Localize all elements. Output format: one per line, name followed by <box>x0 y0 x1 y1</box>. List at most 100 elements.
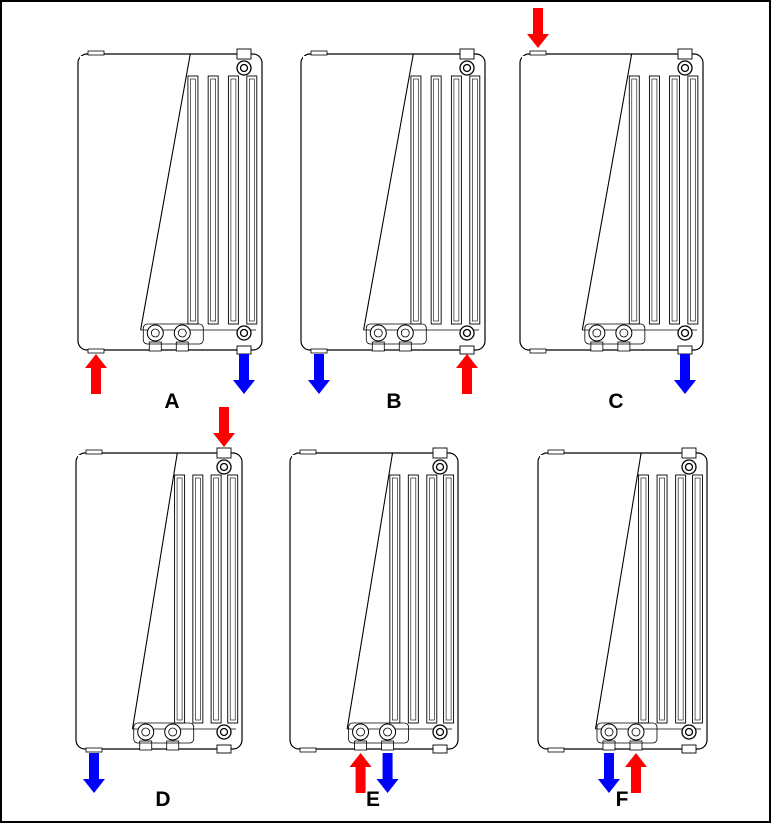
tube-inner <box>413 78 419 322</box>
diagram-label: A <box>164 390 179 413</box>
tube-4 <box>246 75 258 325</box>
coupling-stem-1 <box>590 341 604 352</box>
connection-block <box>142 323 204 345</box>
tube-outer <box>207 75 219 325</box>
bottom-valve-stem <box>236 345 252 355</box>
tube-inner <box>671 78 678 322</box>
cutaway-edge <box>140 53 191 331</box>
tube-outer <box>443 474 455 724</box>
tube-4 <box>469 75 481 325</box>
coupling-core-2 <box>400 328 410 338</box>
top-bracket <box>547 449 565 455</box>
connection-block <box>584 323 646 345</box>
tube-inner <box>210 78 216 322</box>
tube-outer <box>648 75 660 325</box>
tube-inner <box>659 477 665 721</box>
front-panel <box>78 455 178 729</box>
coupling-stem-2 <box>398 341 412 352</box>
tube-inner <box>392 477 398 721</box>
air-vent-core <box>435 462 445 472</box>
coupling-stem-1 <box>371 341 385 352</box>
top-bracket <box>529 50 547 56</box>
coupling-core-1 <box>373 328 383 338</box>
top-bracket <box>87 50 105 56</box>
tube-inner <box>433 78 439 322</box>
bottom-valve-core <box>462 328 472 338</box>
connection-block <box>365 323 427 345</box>
tube-outer <box>450 75 462 325</box>
coupling-core-2 <box>631 727 641 737</box>
coupling-core-2 <box>619 328 629 338</box>
tube-3 <box>675 474 687 724</box>
supply-arrow-icon <box>213 407 235 447</box>
tube-outer <box>469 75 481 325</box>
return-arrow-icon <box>674 354 696 394</box>
radiator-diagram-c: C <box>519 8 704 413</box>
connection-block <box>596 722 658 744</box>
cutaway-edge <box>346 452 393 730</box>
coupling-stem-2 <box>617 341 631 352</box>
diagram-label: D <box>155 788 170 811</box>
air-vent-core <box>462 63 472 73</box>
coupling-stem-2 <box>175 341 189 352</box>
coupling-core-1 <box>150 328 160 338</box>
vent-stem <box>236 48 252 60</box>
supply-arrow-icon <box>527 8 549 48</box>
vent-stem <box>681 447 697 459</box>
bottom-valve-core <box>219 727 229 737</box>
diagram-label: B <box>386 390 401 413</box>
tube-2 <box>207 75 219 325</box>
coupling-stem-2 <box>381 740 394 751</box>
coupling-stem-2 <box>166 740 180 751</box>
cutaway-edge <box>131 452 178 730</box>
tube-outer <box>192 474 204 724</box>
tube-outer <box>675 474 687 724</box>
air-vent-core <box>219 462 229 472</box>
radiator-diagram-a: A <box>77 48 263 413</box>
tube-inner <box>195 477 201 721</box>
tube-outer <box>656 474 668 724</box>
tube-outer <box>210 474 222 724</box>
front-panel <box>303 56 414 330</box>
tube-inner <box>453 78 460 322</box>
tube-2 <box>430 75 442 325</box>
tube-outer <box>692 474 703 724</box>
bottom-valve-core <box>684 727 694 737</box>
air-vent-core <box>680 63 690 73</box>
coupling-stem-1 <box>354 740 367 751</box>
front-panel <box>80 56 191 330</box>
return-arrow-icon <box>597 753 620 793</box>
bottom-bracket <box>529 348 547 354</box>
bottom-bracket <box>85 747 103 753</box>
bottom-valve-stem <box>681 744 697 754</box>
coupling-core-1 <box>356 727 365 737</box>
air-vent-core <box>239 63 249 73</box>
bottom-bracket <box>310 348 328 354</box>
supply-arrow-icon <box>349 753 372 793</box>
vent-stem <box>216 447 232 459</box>
cutaway-edge <box>363 53 414 331</box>
tube-3 <box>210 474 222 724</box>
tube-inner <box>471 78 478 322</box>
front-panel <box>522 56 632 330</box>
radiator-diagram-f: F <box>537 447 708 811</box>
radiator-diagram-b: B <box>300 48 486 413</box>
tube-4 <box>692 474 703 724</box>
tube-4 <box>687 75 699 325</box>
connection-block <box>133 722 195 744</box>
top-bracket <box>299 449 317 455</box>
tube-4 <box>227 474 239 724</box>
tube-3 <box>426 474 438 724</box>
tube-2 <box>192 474 204 724</box>
tube-inner <box>677 477 684 721</box>
bottom-valve-core <box>435 727 445 737</box>
coupling-core-2 <box>383 727 392 737</box>
tube-4 <box>443 474 455 724</box>
tube-2 <box>407 474 419 724</box>
tube-2 <box>656 474 668 724</box>
bottom-valve-stem <box>459 345 475 355</box>
tube-inner <box>410 477 417 721</box>
air-vent-core <box>684 462 694 472</box>
return-arrow-icon <box>376 753 399 793</box>
tube-inner <box>428 477 435 721</box>
